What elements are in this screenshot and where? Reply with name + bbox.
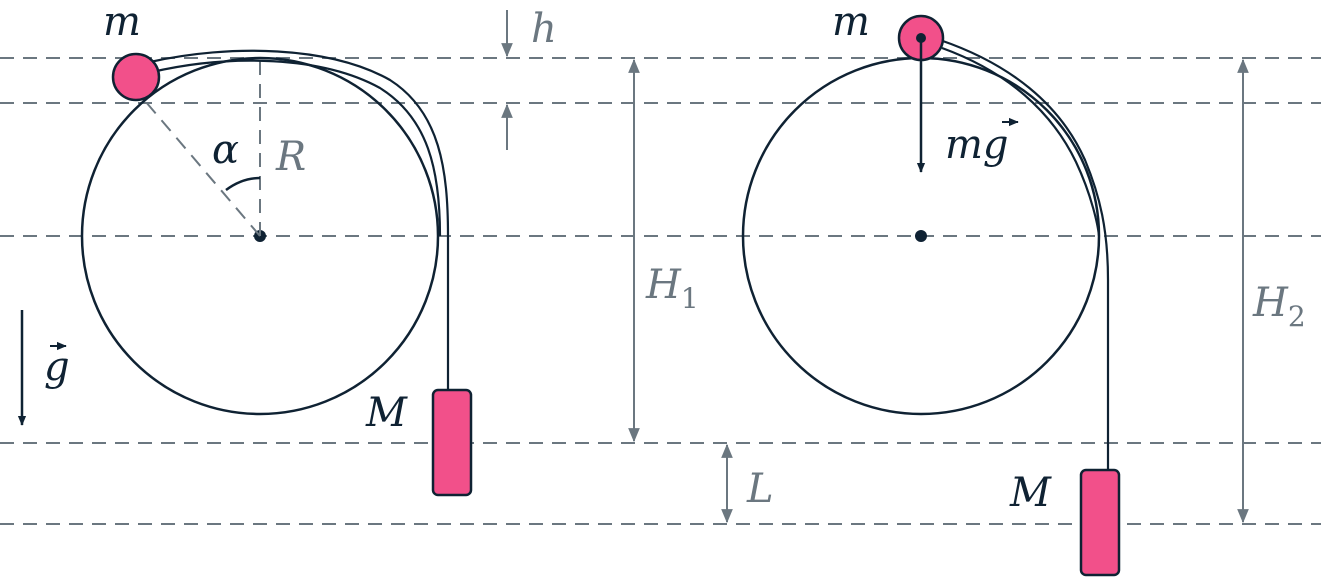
left-radius-line — [139, 94, 261, 237]
gravity-label: g — [44, 344, 70, 390]
h2-subscript: 2 — [1288, 300, 1306, 333]
left-cylinder — [80, 56, 440, 416]
h2-label: H2 — [1252, 280, 1306, 333]
left-small-mass — [111, 52, 161, 102]
force-label: mg — [945, 122, 1009, 168]
force-label-group: mg — [945, 117, 1019, 168]
left-big-mass-label: M — [365, 390, 408, 436]
h2-letter: H — [1252, 280, 1289, 326]
left-panel: m M α R h H1 L g — [17, 0, 774, 524]
guide-lines — [0, 57, 1321, 525]
h1-label: H1 — [645, 262, 699, 315]
right-panel: m mg M H2 — [741, 0, 1306, 577]
h1-subscript: 1 — [681, 282, 699, 315]
right-big-mass-label: M — [1009, 470, 1052, 516]
left-big-mass — [431, 388, 473, 497]
angle-label: α — [212, 127, 239, 173]
radius-label: R — [275, 134, 306, 180]
l-label: L — [746, 466, 774, 512]
gravity-label-group: g — [44, 341, 70, 390]
right-center-dot — [915, 230, 927, 242]
left-thread-outer — [149, 49, 450, 390]
right-big-mass — [1079, 468, 1121, 577]
h1-letter: H — [645, 262, 682, 308]
h-label: h — [531, 6, 557, 52]
right-thread-outer — [939, 38, 1110, 470]
left-thread-inner — [151, 59, 442, 237]
angle-arc — [225, 176, 261, 192]
right-thread-inner — [941, 46, 1101, 237]
right-small-mass-label: m — [832, 0, 870, 45]
left-small-mass-label: m — [103, 0, 141, 45]
